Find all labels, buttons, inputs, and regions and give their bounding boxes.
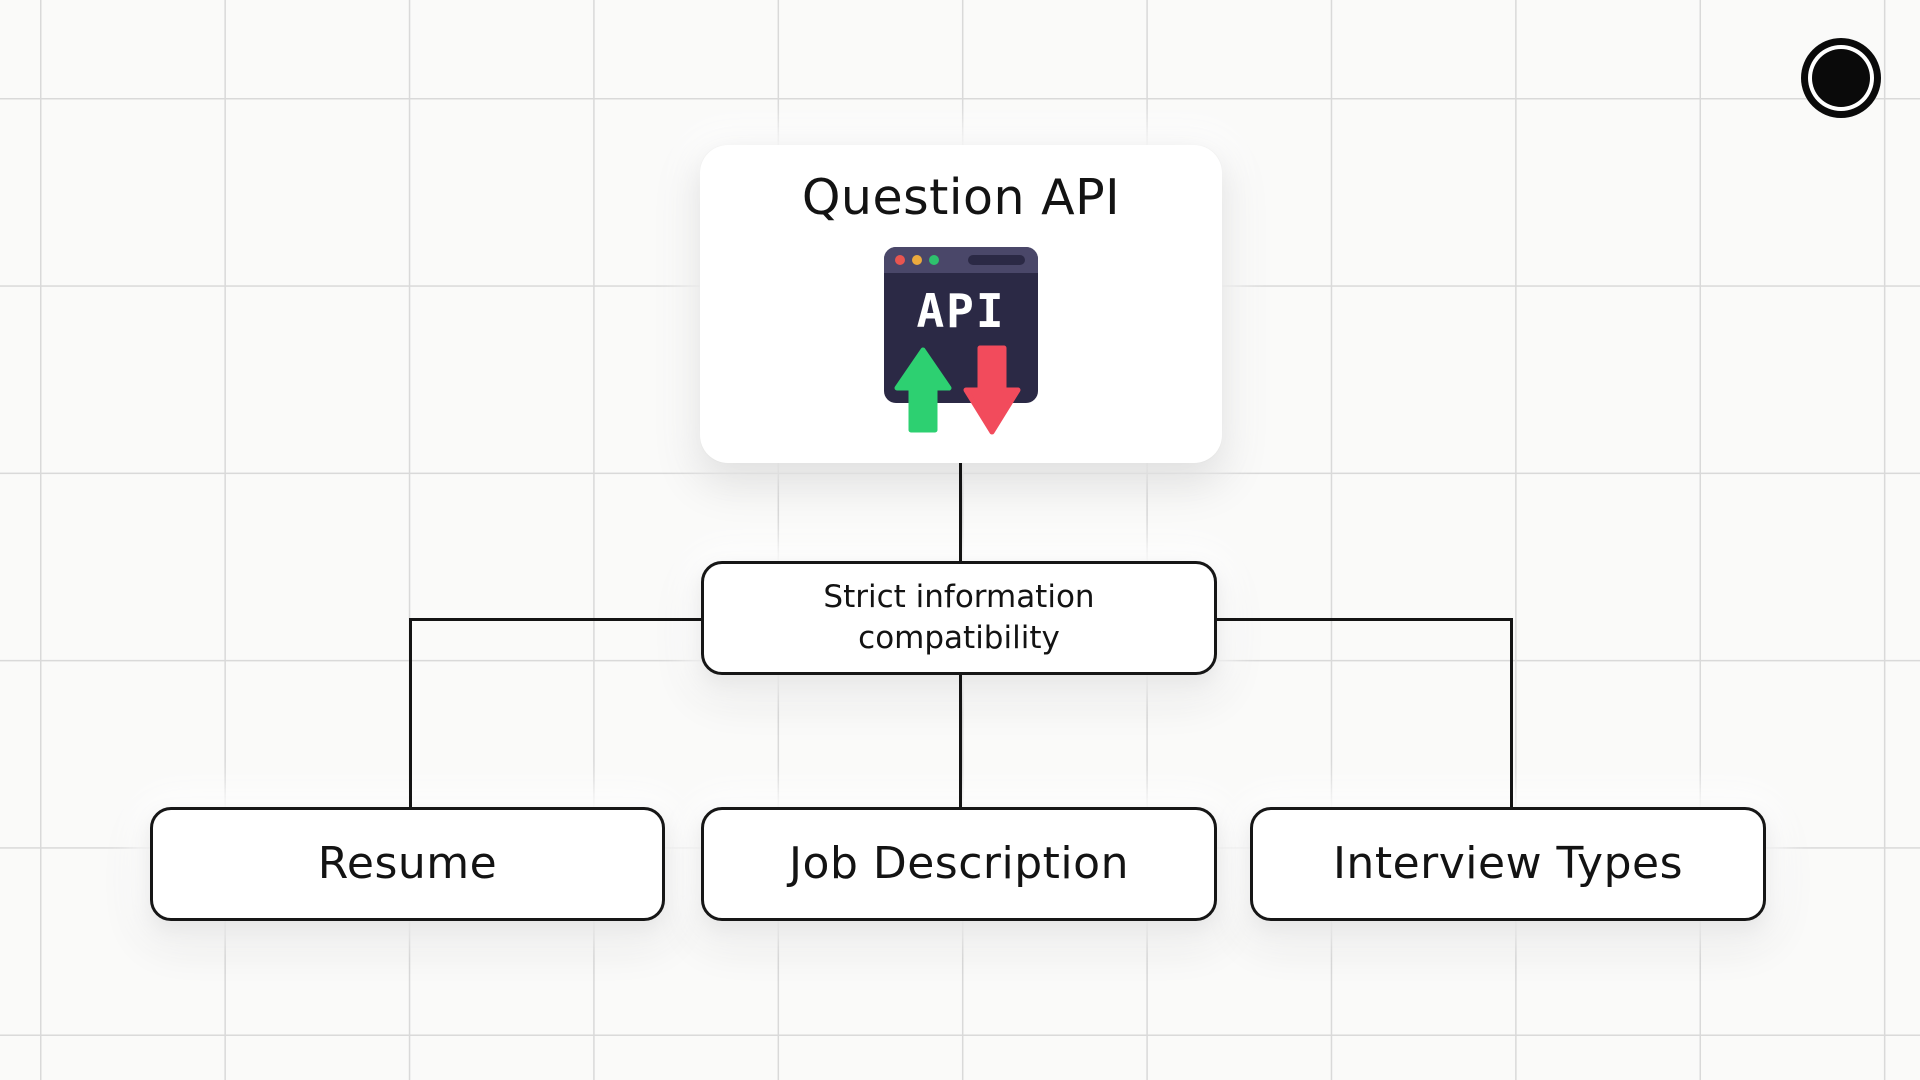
- node-job-description[interactable]: Job Description: [701, 807, 1217, 921]
- download-arrow-icon: [963, 345, 1021, 435]
- api-icon-label: API: [916, 284, 1006, 338]
- address-bar-pill-icon: [968, 255, 1025, 265]
- node-label: Resume: [317, 838, 498, 889]
- connector-middle-to-interview-types-vertical: [1510, 617, 1513, 809]
- node-label: Interview Types: [1332, 838, 1684, 889]
- node-label: Job Description: [789, 838, 1129, 889]
- node-label: Strict information compatibility: [823, 579, 1095, 656]
- node-interview-types[interactable]: Interview Types: [1250, 807, 1766, 921]
- node-title: Question API: [801, 169, 1121, 226]
- window-dot-green-icon: [929, 255, 939, 265]
- node-resume[interactable]: Resume: [150, 807, 665, 921]
- up-down-arrows-icon: [894, 345, 1021, 435]
- target-circle-marker: [1801, 38, 1881, 118]
- browser-titlebar: [884, 247, 1038, 273]
- connector-middle-to-resume-horizontal: [408, 617, 703, 621]
- api-browser-icon: API: [884, 247, 1038, 435]
- target-circle-ring: [1808, 45, 1874, 111]
- connector-middle-to-resume-vertical: [408, 617, 412, 809]
- node-strict-information-compatibility[interactable]: Strict information compatibility: [701, 561, 1217, 675]
- window-dot-yellow-icon: [912, 255, 922, 265]
- target-circle-core: [1812, 49, 1870, 107]
- connector-middle-to-job-description: [958, 673, 962, 809]
- window-dot-red-icon: [895, 255, 905, 265]
- node-question-api[interactable]: Question API API: [700, 145, 1222, 463]
- upload-arrow-icon: [894, 347, 952, 433]
- connector-root-to-middle: [958, 461, 962, 563]
- connector-middle-to-interview-types-horizontal: [1215, 617, 1513, 621]
